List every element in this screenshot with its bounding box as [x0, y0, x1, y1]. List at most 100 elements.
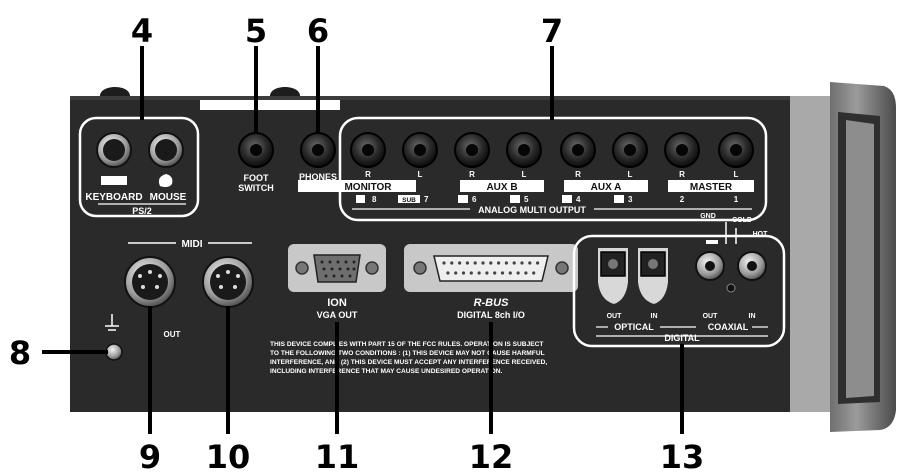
mouse-label: MOUSE [150, 192, 187, 203]
rbus-section: R-BUS DIGITAL 8ch I/O [404, 244, 578, 320]
ground-terminal[interactable] [105, 343, 123, 361]
coaxial-in-label: IN [749, 313, 756, 320]
vga-label-1: ION [327, 297, 347, 309]
rbus-port[interactable] [433, 255, 549, 282]
rbus-pin [446, 271, 450, 275]
rbus-pin [481, 261, 485, 265]
ch-5: 5 [524, 195, 529, 204]
rbus-pin [477, 271, 481, 275]
callout-numbers: 4 5 6 7 8 9 10 11 12 13 [9, 12, 704, 476]
analog-multi-output-label: ANALOG MULTI OUTPUT [478, 205, 586, 215]
midi-section: MIDI OUT [124, 239, 254, 339]
rbus-pin [516, 271, 520, 275]
rbus-pin [528, 261, 532, 265]
monitor-l-jack-hole [414, 144, 426, 156]
optical-label: OPTICAL [614, 322, 654, 332]
fcc-notice: THIS DEVICE COMPLIES WITH PART 15 OF THE… [270, 341, 547, 375]
ch-6: 6 [472, 195, 477, 204]
callout-8: 8 [9, 334, 31, 372]
aux-b-label: AUX B [486, 182, 517, 193]
monitor-r-jack-hole [362, 144, 374, 156]
rbus-pin [450, 261, 454, 265]
callout-11: 11 [315, 438, 360, 476]
callout-10: 10 [206, 438, 251, 476]
rbus-pin [524, 271, 528, 275]
rbus-pin [512, 261, 516, 265]
coaxial-out-label: OUT [703, 313, 719, 320]
rbus-pin [497, 261, 501, 265]
digital-section: GND COLD HOT OUT IN OUT IN OPTICAL COAXI… [572, 213, 786, 348]
master-l-jack-hole [730, 144, 742, 156]
foot-switch-label-1: FOOT [244, 173, 269, 183]
fcc-line-4: INCLUDING INTERFERENCE THAT MAY CAUSE UN… [270, 368, 503, 375]
side-handle [790, 82, 896, 432]
ch-7: 7 [424, 195, 429, 204]
callout-9: 9 [139, 438, 161, 476]
monitor-label: MONITOR [344, 182, 392, 193]
master-label: MASTER [690, 182, 733, 193]
rbus-pin [504, 261, 508, 265]
fcc-line-2: TO THE FOLLOWING TWO CONDITIONS : (1) TH… [270, 350, 545, 357]
ps2-label: PS/2 [132, 206, 152, 216]
aux-a-r-channel-label: R [575, 170, 581, 179]
sub-label: SUB [402, 197, 416, 204]
phones-label: PHONES [299, 172, 337, 182]
callout-13: 13 [660, 438, 705, 476]
aux-a-l-channel-label: L [628, 170, 633, 179]
vga-section: ION VGA OUT [288, 244, 386, 320]
ch-1: 1 [734, 195, 739, 204]
gnd-label: GND [700, 213, 716, 220]
aux-b-r-jack-hole [466, 144, 478, 156]
rbus-pin [500, 271, 505, 275]
rbus-pin [469, 271, 473, 275]
master-r-channel-label: R [679, 170, 685, 179]
coaxial-label: COAXIAL [708, 322, 749, 332]
ground-icon [105, 314, 119, 331]
optical-in-label: IN [651, 313, 658, 320]
aux-b-r-channel-label: R [469, 170, 475, 179]
ch-3: 3 [628, 195, 633, 204]
cold-label: COLD [732, 217, 752, 224]
midi-label: MIDI [181, 239, 202, 250]
analog-output-section: R L R L R L R L MONITOR AUX B AUX A MASTER 8 SU… [298, 116, 768, 222]
rbus-pin [454, 271, 458, 275]
foot-switch-label-2: SWITCH [238, 183, 274, 193]
rbus-pin [493, 271, 497, 275]
aux-a-label: AUX A [591, 182, 622, 193]
aux-b-l-jack-hole [518, 144, 530, 156]
keyboard-icon [101, 176, 127, 185]
rbus-logo: R-BUS [474, 297, 509, 309]
mouse-icon [158, 174, 173, 188]
ch-8: 8 [372, 195, 377, 204]
callout-lines [42, 46, 684, 434]
rbus-pin [458, 261, 462, 265]
ch-2: 2 [680, 195, 685, 204]
keyboard-label: KEYBOARD [85, 192, 142, 203]
rbus-pin [489, 261, 493, 265]
master-r-jack-hole [676, 144, 688, 156]
vga-label-2: VGA OUT [317, 310, 358, 320]
aux-b-l-channel-label: L [522, 170, 527, 179]
fcc-line-3: INTERFERENCE, AND (2) THIS DEVICE MUST A… [270, 359, 547, 366]
ground-section [105, 314, 123, 361]
midi-out-label: OUT [164, 330, 181, 339]
rbus-pin [508, 271, 512, 275]
callout-7: 7 [541, 12, 563, 50]
rbus-pin [461, 271, 466, 275]
ps2-section: KEYBOARD MOUSE PS/2 [78, 116, 200, 218]
rbus-pin [485, 271, 489, 275]
callout-5: 5 [245, 12, 267, 50]
master-l-channel-label: L [734, 170, 739, 179]
phones-section: PHONES [299, 132, 337, 182]
rbus-pin [532, 271, 536, 275]
rbus-pin [465, 261, 469, 265]
rbus-pin [536, 261, 540, 265]
monitor-l-channel-label: L [418, 170, 423, 179]
monitor-r-channel-label: R [365, 170, 371, 179]
hot-label: HOT [753, 231, 769, 238]
callout-12: 12 [469, 438, 514, 476]
rbus-pin [520, 261, 524, 265]
aux-a-r-jack-hole [572, 144, 584, 156]
aux-a-l-jack-hole [624, 144, 636, 156]
